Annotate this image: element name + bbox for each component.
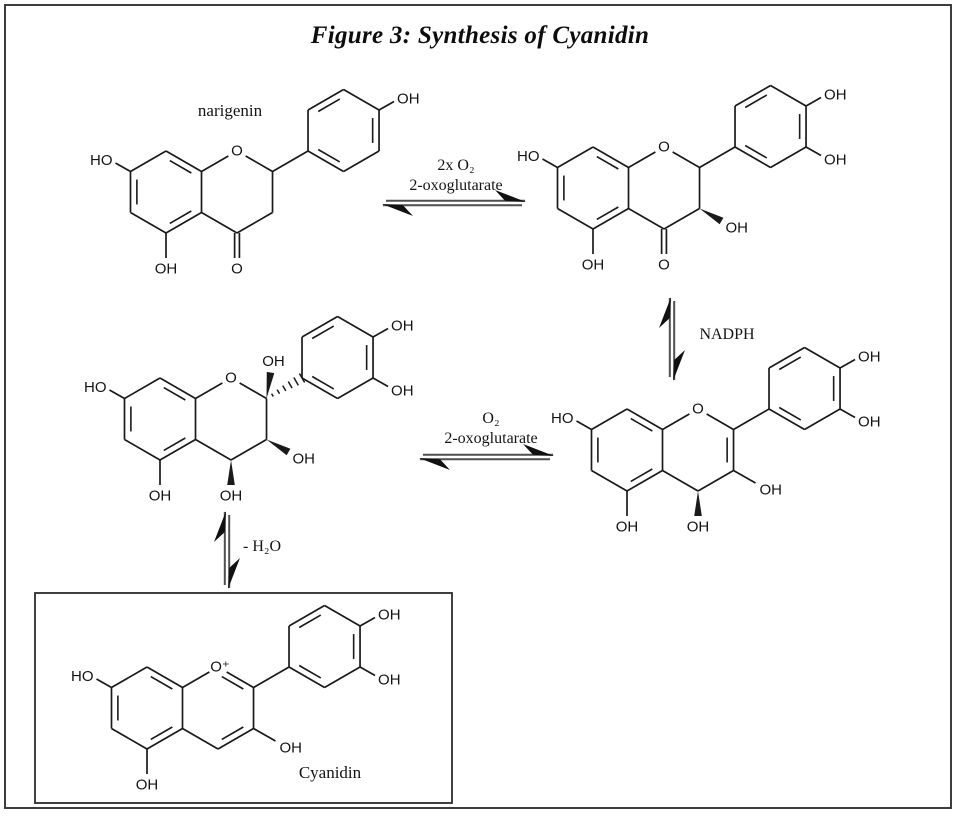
atom-label-oh: OH (726, 220, 749, 237)
atom-label-ho: HO (90, 152, 113, 169)
atom-label-oh: OH (391, 383, 414, 400)
atom-label-o: O (658, 257, 670, 274)
arrow-dehydration (214, 511, 240, 589)
ring-oxygen-label: O (658, 139, 670, 156)
atom-label-ho: HO (517, 148, 540, 165)
label-nadph: NADPH (699, 326, 755, 343)
cyanidin-product-box (34, 592, 453, 804)
atom-label-oh: OH (858, 349, 881, 366)
molecule-middle-left: O HO OH OH OH OH OH OH (81, 315, 416, 507)
ring-oxygen-label: O (225, 370, 237, 387)
atom-label-oh: OH (760, 482, 783, 499)
molecule-middle-right: O HO OH OH OH OH OH (548, 346, 883, 538)
atom-label-oh: OH (262, 353, 285, 370)
atom-label-oh: OH (136, 777, 159, 794)
atom-label-oh: OH (155, 261, 178, 278)
ring-oxygen-label: O (692, 401, 704, 418)
atom-label-oh: OH (280, 740, 303, 757)
atom-label-oh: OH (220, 488, 243, 505)
label-narigenin: narigenin (197, 101, 263, 120)
atom-label-ho: HO (551, 410, 574, 427)
atom-label-oh: OH (582, 257, 605, 274)
label-step2-reagent: O₂ (482, 410, 500, 427)
atom-label-oh: OH (616, 519, 639, 536)
atom-label-oh: OH (824, 152, 847, 169)
atom-label-ho: HO (84, 379, 107, 396)
arrow-step1 (382, 190, 526, 216)
ring-oxygen-plus-label: O⁺ (210, 659, 230, 676)
label-step1-cofactor: 2-oxoglutarate (409, 177, 503, 194)
molecule-cyanidin: O⁺ HO OH OH OH OH (68, 604, 403, 796)
figure-title: Figure 3: Synthesis of Cyanidin (310, 22, 650, 49)
atom-label-oh: OH (293, 451, 316, 468)
atom-label-oh: OH (149, 488, 172, 505)
atom-label-oh: OH (687, 519, 710, 536)
atom-label-oh: OH (378, 607, 401, 624)
atom-label-oh: OH (391, 318, 414, 335)
label-step1-reagent: 2x O₂ (437, 157, 475, 174)
atom-label-oh: OH (858, 414, 881, 431)
atom-label-ho: HO (71, 668, 94, 685)
arrow-nadph (659, 297, 685, 381)
label-dehydration-water: - H₂O (242, 538, 282, 555)
atom-label-o: O (231, 261, 243, 278)
atom-label-oh: OH (397, 91, 420, 108)
arrow-step2 (419, 444, 554, 470)
atom-label-oh: OH (378, 672, 401, 689)
label-step2-cofactor: 2-oxoglutarate (444, 430, 538, 447)
atom-label-oh: OH (824, 87, 847, 104)
label-cyanidin: Cyanidin (298, 763, 362, 782)
ring-oxygen-label: O (231, 143, 243, 160)
